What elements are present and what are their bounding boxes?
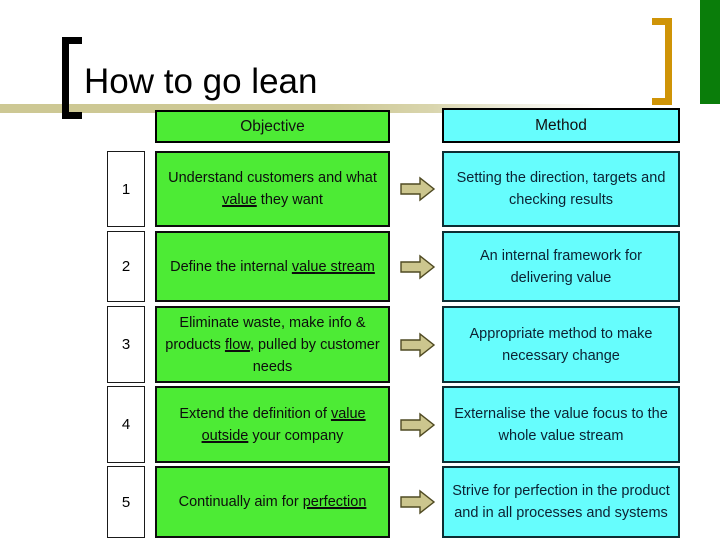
column-header-objective-label: Objective xyxy=(240,117,305,135)
corner-accent-bar xyxy=(700,0,720,104)
objective-text: Eliminate waste, make info & products fl… xyxy=(163,312,382,378)
method-text: Externalise the value focus to the whole… xyxy=(454,405,668,444)
method-text: Appropriate method to make necessary cha… xyxy=(469,325,653,364)
objective-text: Extend the definition of value outside y… xyxy=(163,403,382,447)
row-number-label: 3 xyxy=(121,336,131,353)
column-header-method-label: Method xyxy=(535,116,587,134)
row-number-label: 1 xyxy=(121,180,131,198)
objective-keyword: flow xyxy=(224,336,250,353)
right-block-arrow-icon xyxy=(400,412,436,438)
objective-keyword: perfection xyxy=(302,494,367,510)
row-number-cell: 1 xyxy=(107,151,145,227)
page-title: How to go lean xyxy=(84,62,318,101)
objective-text: Understand customers and what value they… xyxy=(163,167,382,211)
row-number-cell: 5 xyxy=(107,466,145,538)
column-header-objective: Objective xyxy=(155,110,390,143)
objective-text-run: your company xyxy=(248,427,344,444)
objective-cell: Define the internal value stream xyxy=(155,231,390,302)
objective-keyword: value stream xyxy=(291,258,375,275)
method-cell: Externalise the value focus to the whole… xyxy=(442,386,680,463)
method-cell: Setting the direction, targets and check… xyxy=(442,151,680,227)
method-text: An internal framework for delivering val… xyxy=(480,247,642,286)
right-block-arrow-icon xyxy=(400,176,436,202)
objective-keyword: value xyxy=(222,192,257,208)
objective-text: Continually aim for perfection xyxy=(179,491,367,513)
row-number-cell: 4 xyxy=(107,386,145,463)
method-text: Strive for perfection in the product and… xyxy=(452,483,670,521)
objective-text-run: Continually aim for xyxy=(178,494,303,510)
method-cell: Appropriate method to make necessary cha… xyxy=(442,306,680,383)
column-header-method: Method xyxy=(442,108,680,143)
objective-cell: Extend the definition of value outside y… xyxy=(155,386,390,463)
objective-cell: Continually aim for perfection xyxy=(155,466,390,538)
objective-text-run: Eliminate waste, make info & products xyxy=(165,314,366,353)
row-number-label: 2 xyxy=(121,258,131,275)
row-number-cell: 3 xyxy=(107,306,145,383)
title-accent-band xyxy=(0,104,600,113)
right-square-bracket-icon xyxy=(651,18,672,105)
left-square-bracket-icon xyxy=(62,37,83,119)
right-block-arrow-icon xyxy=(400,489,436,515)
row-number-label: 5 xyxy=(121,493,131,511)
objective-cell: Understand customers and what value they… xyxy=(155,151,390,227)
method-text: Setting the direction, targets and check… xyxy=(456,170,666,208)
objective-text-run: Understand customers and what xyxy=(168,170,377,186)
method-cell: An internal framework for delivering val… xyxy=(442,231,680,302)
objective-text-run: Define the internal xyxy=(170,258,292,275)
objective-text: Define the internal value stream xyxy=(170,256,375,278)
objective-keyword: value outside xyxy=(201,405,366,444)
objective-text-run: they want xyxy=(256,192,323,208)
right-block-arrow-icon xyxy=(400,332,436,358)
objective-text-run: , pulled by customer needs xyxy=(249,336,380,375)
right-block-arrow-icon xyxy=(400,254,436,280)
objective-cell: Eliminate waste, make info & products fl… xyxy=(155,306,390,383)
method-cell: Strive for perfection in the product and… xyxy=(442,466,680,538)
row-number-label: 4 xyxy=(121,416,131,433)
row-number-cell: 2 xyxy=(107,231,145,302)
objective-text-run: Extend the definition of xyxy=(179,405,331,422)
